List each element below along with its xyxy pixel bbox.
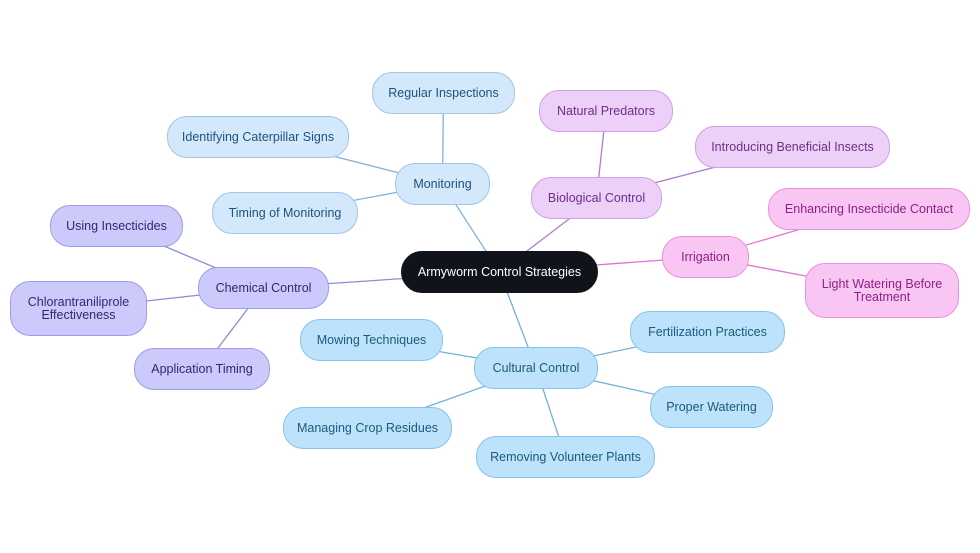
leaf-node-application-timing: Application Timing: [134, 348, 270, 390]
branch-node-cultural-control: Cultural Control: [474, 347, 598, 389]
leaf-node-managing-crop-residues: Managing Crop Residues: [283, 407, 452, 449]
leaf-node-light-watering-before-treatment: Light Watering Before Treatment: [805, 263, 959, 318]
leaf-node-removing-volunteer-plants: Removing Volunteer Plants: [476, 436, 655, 478]
branch-node-monitoring: Monitoring: [395, 163, 490, 205]
branch-node-irrigation: Irrigation: [662, 236, 749, 278]
branch-node-biological-control: Biological Control: [531, 177, 662, 219]
branch-node-chemical-control: Chemical Control: [198, 267, 329, 309]
root-node: Armyworm Control Strategies: [401, 251, 598, 293]
leaf-node-chlorantraniliprole-effectiveness: Chlorantraniliprole Effectiveness: [10, 281, 147, 336]
leaf-node-natural-predators: Natural Predators: [539, 90, 673, 132]
leaf-node-regular-inspections: Regular Inspections: [372, 72, 515, 114]
leaf-node-introducing-beneficial-insects: Introducing Beneficial Insects: [695, 126, 890, 168]
leaf-node-using-insecticides: Using Insecticides: [50, 205, 183, 247]
leaf-node-enhancing-insecticide-contact: Enhancing Insecticide Contact: [768, 188, 970, 230]
leaf-node-timing-of-monitoring: Timing of Monitoring: [212, 192, 358, 234]
leaf-node-identifying-caterpillar-signs: Identifying Caterpillar Signs: [167, 116, 349, 158]
leaf-node-proper-watering: Proper Watering: [650, 386, 773, 428]
leaf-node-mowing-techniques: Mowing Techniques: [300, 319, 443, 361]
leaf-node-fertilization-practices: Fertilization Practices: [630, 311, 785, 353]
